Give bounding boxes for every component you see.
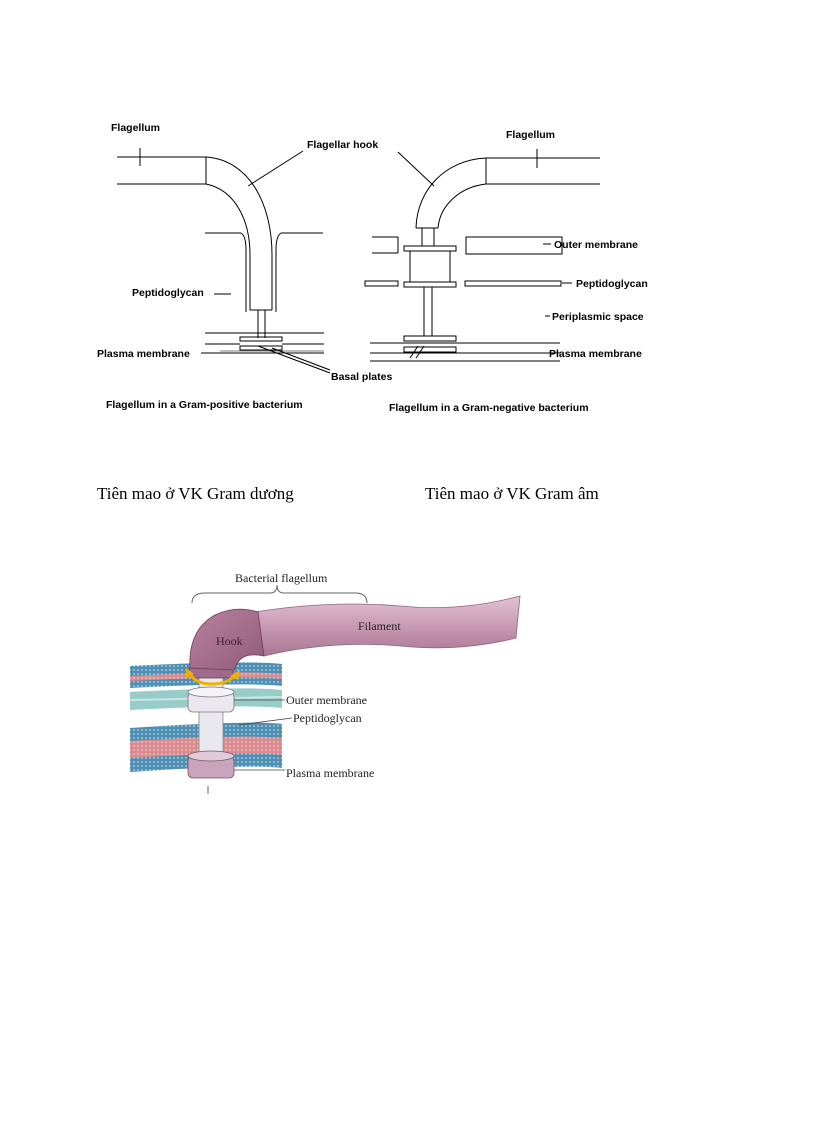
right-label-peptidoglycan: Peptidoglycan <box>576 278 648 290</box>
basal-body <box>187 665 235 779</box>
right-label-flagellum: Flagellum <box>506 129 555 141</box>
label-filament: Filament <box>358 619 401 633</box>
right-label-plasma-membrane: Plasma membrane <box>549 348 642 360</box>
label-peptidoglycan-illus: Peptidoglycan <box>293 711 362 725</box>
caption-vi-gram-negative: Tiên mao ở VK Gram âm <box>425 484 599 503</box>
left-label-peptidoglycan: Peptidoglycan <box>132 287 204 299</box>
gram-positive-diagram <box>117 148 331 374</box>
flagellum-bracket <box>191 584 368 604</box>
caption-gram-positive: Flagellum in a Gram-positive bacterium <box>106 399 303 411</box>
rotation-arrow-icon <box>188 673 238 686</box>
caption-gram-negative: Flagellum in a Gram-negative bacterium <box>389 402 589 414</box>
label-periplasmic-space: Periplasmic space <box>552 311 644 323</box>
label-outer-membrane: Outer membrane <box>554 239 638 251</box>
label-bacterial-flagellum: Bacterial flagellum <box>235 571 328 585</box>
caption-vi-gram-positive: Tiên mao ở VK Gram dương <box>97 484 294 503</box>
hook <box>189 608 265 671</box>
label-plasma-membrane-illus: Plasma membrane <box>286 766 374 780</box>
leader-flagellar-hook-right <box>397 151 435 187</box>
left-label-flagellar-hook: Flagellar hook <box>307 139 378 151</box>
bacterial-flagellum-illustration: Bacterial flagellum Filament Hook Outer … <box>129 571 521 794</box>
left-label-plasma-membrane: Plasma membrane <box>97 348 190 360</box>
label-basal-plates: Basal plates <box>331 371 392 383</box>
label-hook: Hook <box>216 634 243 648</box>
flagellum-structure-diagram: Flagellum Flagellar hook Peptidoglycan P… <box>97 122 648 414</box>
left-label-flagellum: Flagellum <box>111 122 160 134</box>
filament <box>254 595 521 657</box>
label-outer-membrane-illus: Outer membrane <box>286 693 367 707</box>
gram-negative-diagram <box>364 149 600 362</box>
